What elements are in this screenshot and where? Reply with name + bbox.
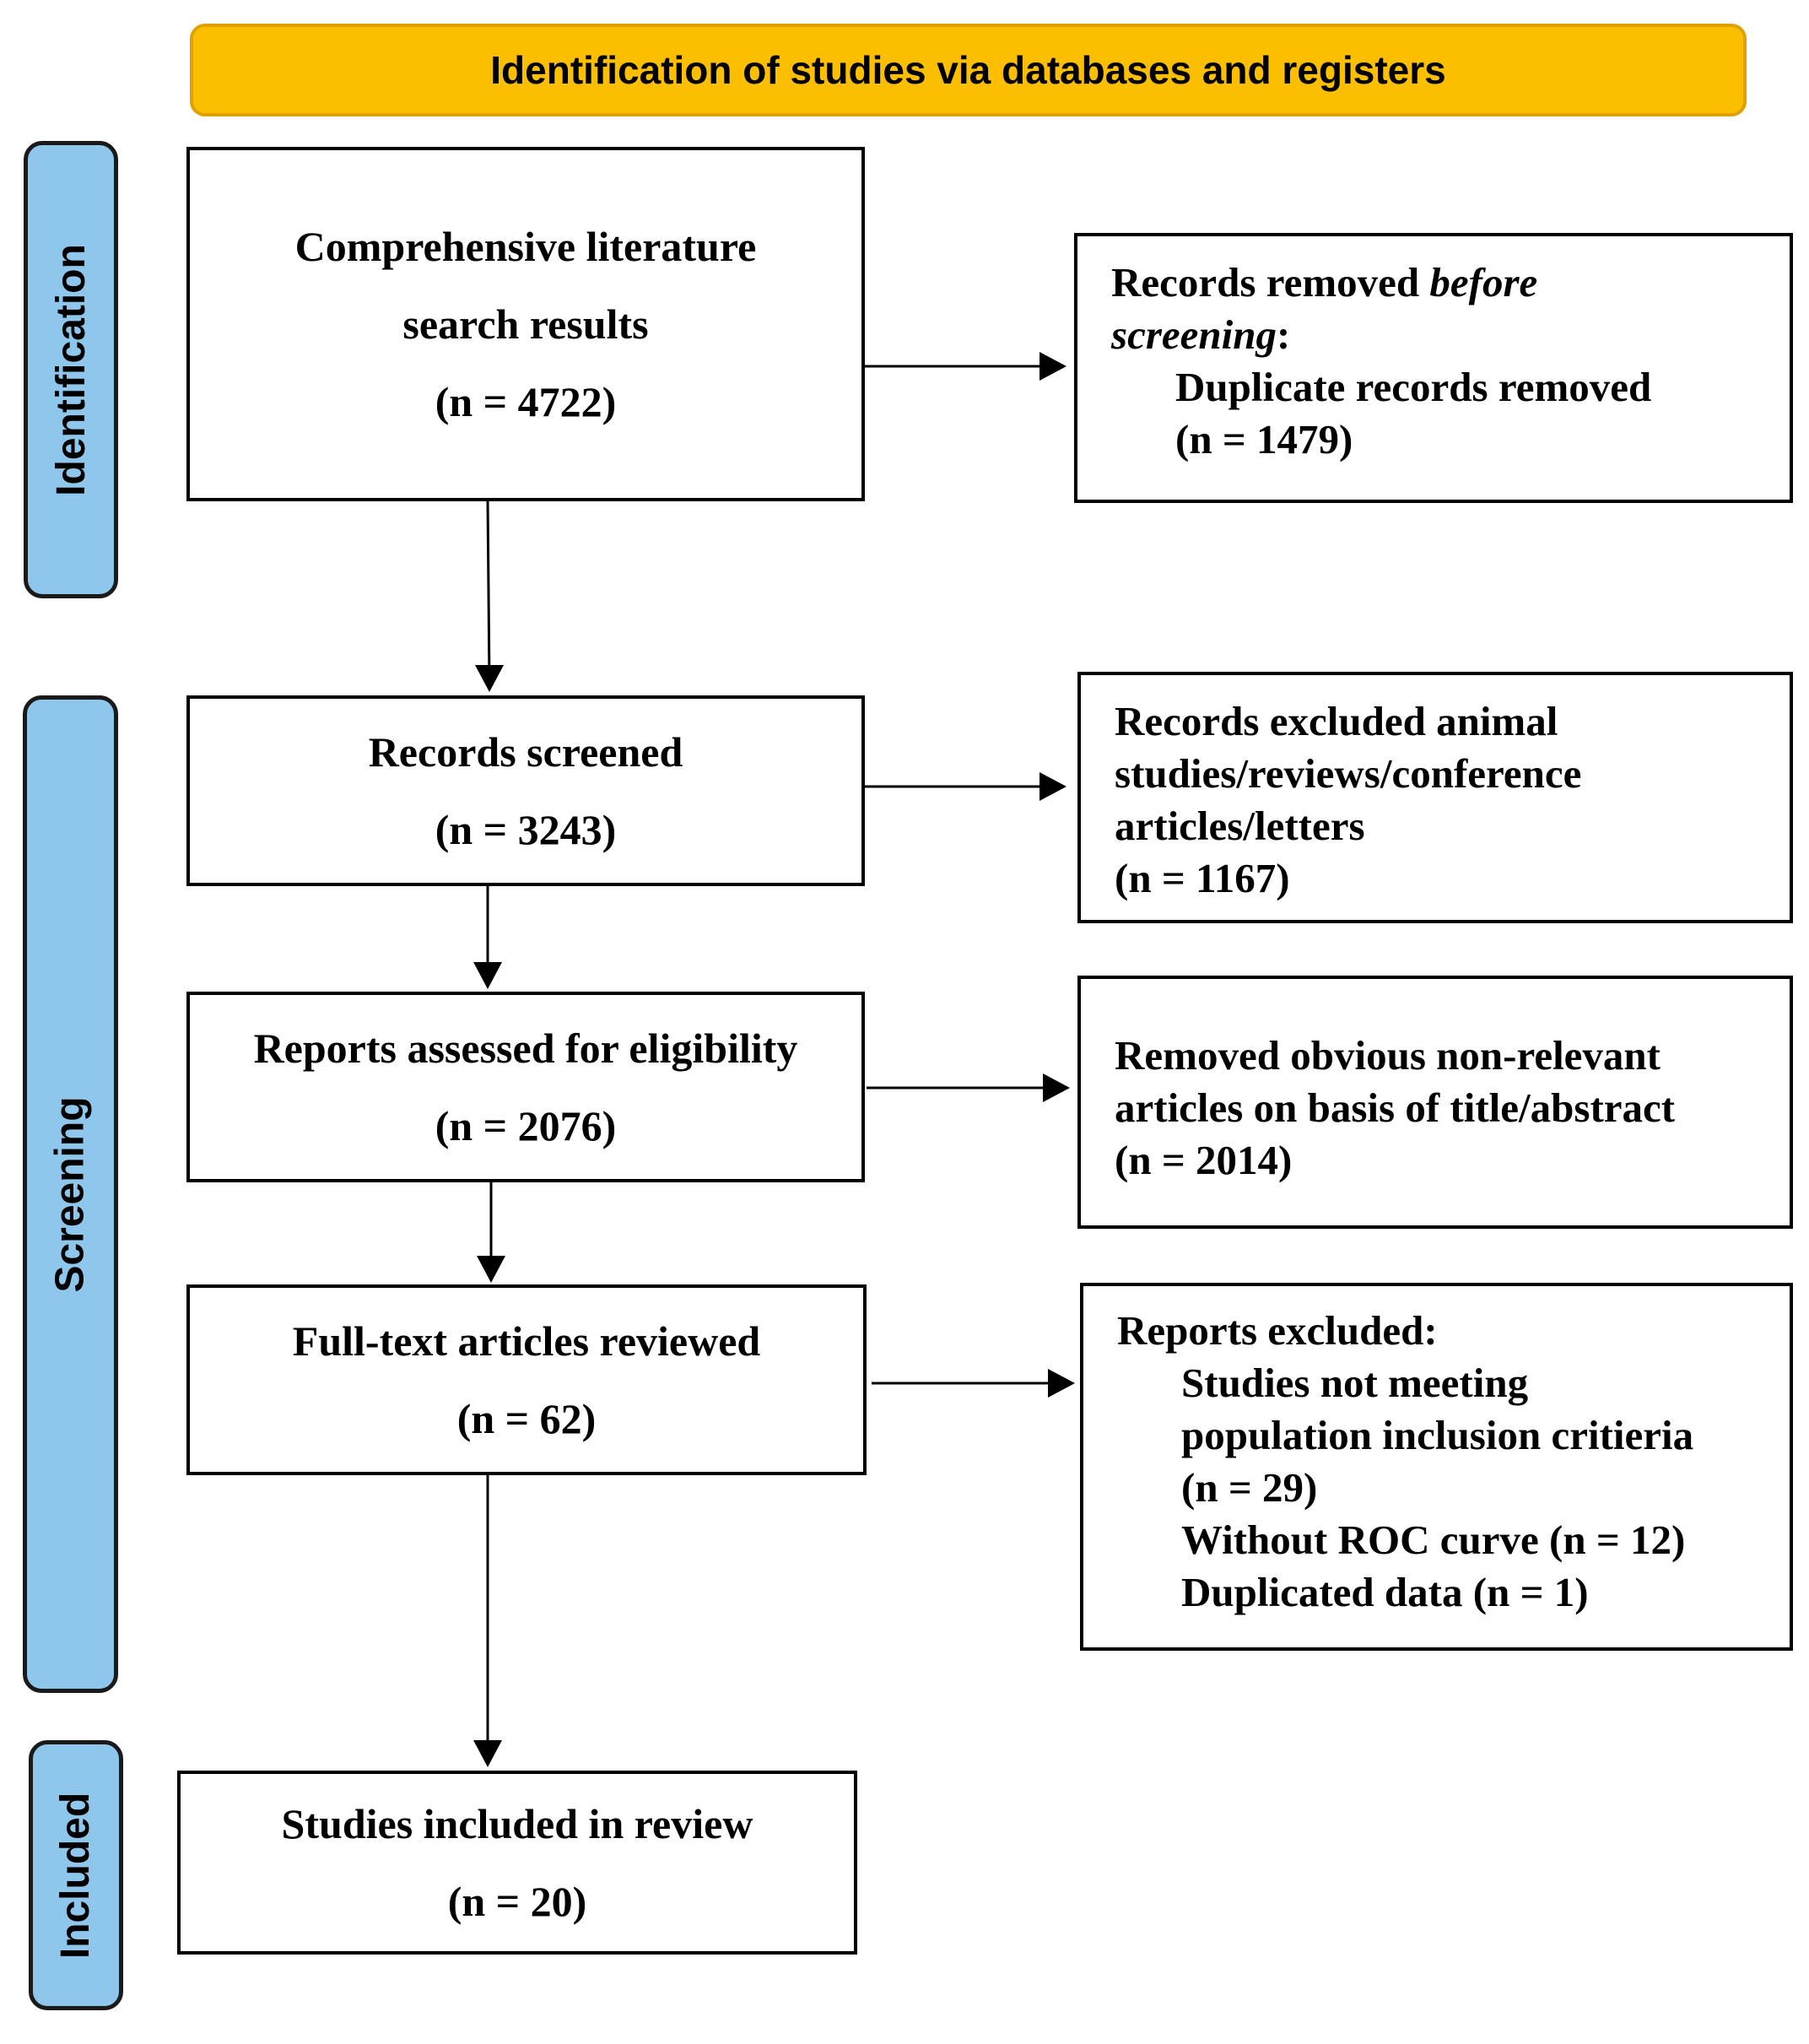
phase-screening-label: Screening xyxy=(48,1095,94,1293)
phase-identification: Identification xyxy=(24,141,118,598)
removed-before-emphasis: before xyxy=(1429,259,1538,306)
excluded-animal-line3: articles/letters xyxy=(1115,803,1365,849)
box-reports-eligibility: Reports assessed for eligibility (n = 20… xyxy=(186,992,865,1182)
arrowhead-down-2 xyxy=(473,962,502,989)
reports-excluded-line5: Without ROC curve (n = 12) xyxy=(1181,1517,1686,1563)
removed-before-emphasis2: screening xyxy=(1111,311,1277,358)
arrowhead-right-4 xyxy=(1048,1369,1075,1398)
box-search-results: Comprehensive literature search results … xyxy=(186,147,865,501)
reports-excluded-line3: population inclusion critieria xyxy=(1181,1412,1694,1458)
removed-before-colon: : xyxy=(1277,311,1291,358)
removed-before-line1: Records removed before xyxy=(1111,257,1790,309)
reports-excluded-line6: Duplicated data (n = 1) xyxy=(1181,1569,1589,1615)
included-line1: Studies included in review xyxy=(281,1800,753,1847)
box-studies-included: Studies included in review (n = 20) xyxy=(177,1771,857,1955)
removed-before-line3: Duplicate records removed xyxy=(1175,364,1652,410)
arrowhead-down-4 xyxy=(473,1740,502,1767)
arrowhead-right-1 xyxy=(1040,352,1066,381)
search-line2: search results xyxy=(402,300,649,348)
box-removed-non-relevant: Removed obvious non-relevant articles on… xyxy=(1077,976,1793,1229)
reports-excluded-line1: Reports excluded: xyxy=(1117,1307,1438,1354)
arrow-search-to-screened xyxy=(486,500,491,683)
box-records-screened: Records screened (n = 3243) xyxy=(186,695,865,886)
fulltext-line1: Full-text articles reviewed xyxy=(292,1317,761,1365)
reports-excluded-line2: Studies not meeting xyxy=(1181,1360,1529,1406)
screened-count: (n = 3243) xyxy=(435,806,617,853)
box-records-excluded-animal: Records excluded animal studies/reviews/… xyxy=(1077,672,1793,923)
arrowhead-right-2 xyxy=(1040,772,1066,801)
non-relevant-line2: articles on basis of title/abstract xyxy=(1115,1084,1676,1131)
search-count: (n = 4722) xyxy=(435,378,617,425)
phase-screening: Screening xyxy=(23,695,118,1693)
box-removed-before-screening: Records removed before screening: Duplic… xyxy=(1074,233,1793,503)
excluded-animal-line2: studies/reviews/conference xyxy=(1115,750,1582,797)
phase-included: Included xyxy=(29,1740,123,2010)
removed-before-line4: (n = 1479) xyxy=(1175,416,1353,462)
removed-before-prefix: Records removed xyxy=(1111,259,1430,306)
included-count: (n = 20) xyxy=(447,1878,587,1925)
box-reports-excluded: Reports excluded: Studies not meeting po… xyxy=(1080,1283,1793,1651)
non-relevant-line1: Removed obvious non-relevant xyxy=(1115,1032,1661,1079)
identification-banner: Identification of studies via databases … xyxy=(190,24,1747,116)
phase-included-label: Included xyxy=(53,1792,99,1959)
arrowhead-right-3 xyxy=(1043,1073,1070,1102)
excluded-animal-line4: (n = 1167) xyxy=(1115,855,1290,901)
arrowhead-down-1 xyxy=(475,665,504,692)
reports-excluded-line4: (n = 29) xyxy=(1181,1464,1318,1511)
phase-identification-label: Identification xyxy=(48,243,94,496)
fulltext-count: (n = 62) xyxy=(456,1395,597,1442)
non-relevant-line3: (n = 2014) xyxy=(1115,1137,1293,1183)
box-fulltext-reviewed: Full-text articles reviewed (n = 62) xyxy=(186,1284,867,1475)
eligibility-line1: Reports assessed for eligibility xyxy=(253,1025,798,1072)
screened-line1: Records screened xyxy=(368,728,683,776)
banner-title: Identification of studies via databases … xyxy=(490,48,1446,92)
search-line1: Comprehensive literature xyxy=(294,223,757,270)
removed-before-line2: screening: xyxy=(1111,309,1790,361)
excluded-animal-line1: Records excluded animal xyxy=(1115,698,1558,744)
eligibility-count: (n = 2076) xyxy=(435,1102,617,1149)
arrowhead-down-3 xyxy=(477,1256,505,1283)
